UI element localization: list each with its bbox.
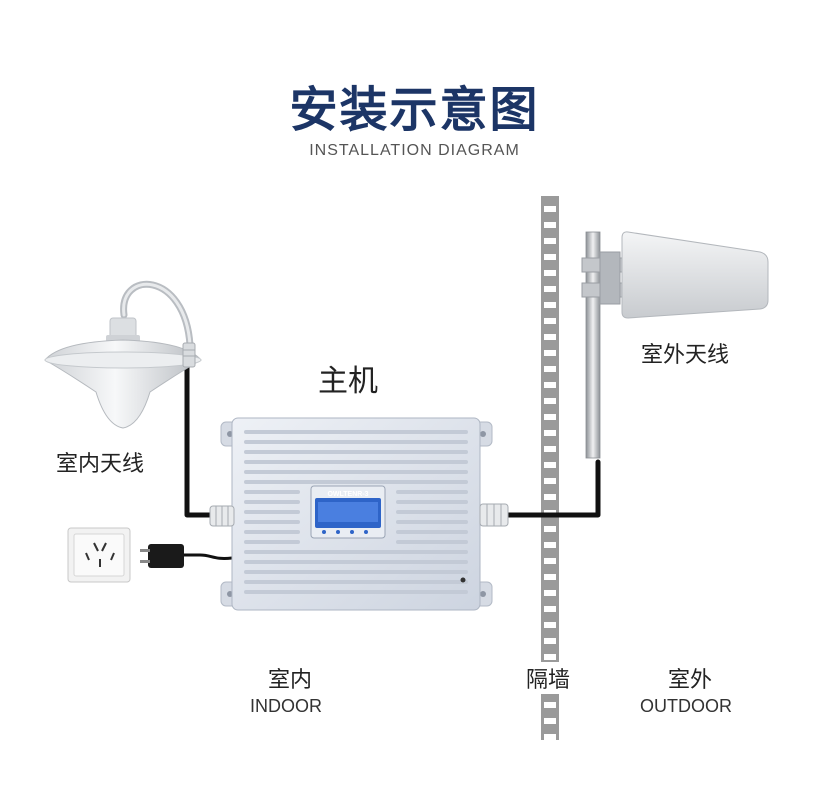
indoor-antenna-label: 室内天线 <box>56 452 145 477</box>
outdoor-en-label: OUTDOOR <box>640 696 732 716</box>
outdoor-cn-label: 室外 <box>668 668 713 693</box>
indoor-en-label: INDOOR <box>250 696 322 716</box>
power-socket-icon <box>67 527 131 583</box>
wall-label: 隔墙 <box>526 662 571 694</box>
device-brand-label: OWLTENR-3 <box>327 491 369 498</box>
ceiling-antenna-icon <box>44 317 202 429</box>
wall <box>541 196 559 740</box>
title-en: INSTALLATION DIAGRAM <box>309 142 520 159</box>
title-cn: 安装示意图 <box>289 82 540 138</box>
host-label: 主机 <box>318 364 378 399</box>
indoor-cn-label: 室内 <box>268 668 313 693</box>
outdoor-antenna-label: 室外天线 <box>641 343 730 368</box>
yagi-antenna-icon <box>581 231 769 459</box>
power-plug-icon <box>140 544 184 568</box>
repeater-device-icon <box>209 417 509 611</box>
cables <box>120 280 601 560</box>
